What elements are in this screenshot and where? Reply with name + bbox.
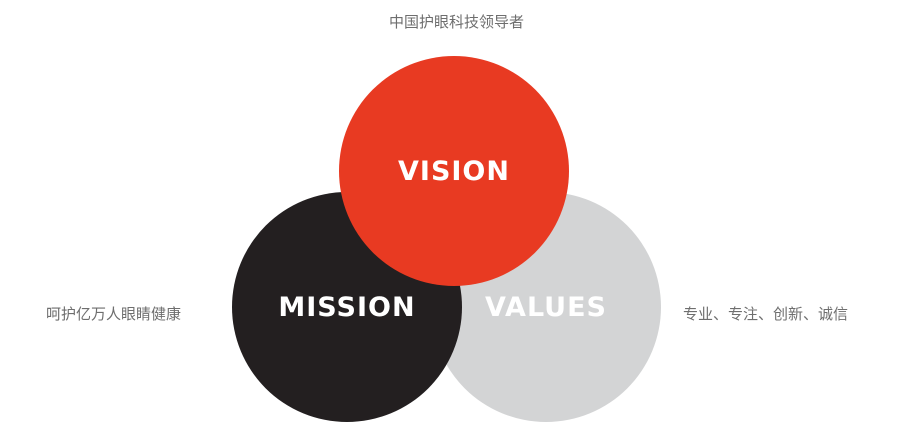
vision-caption: 中国护眼科技领导者 — [388, 13, 524, 31]
mission-caption: 呵护亿万人眼睛健康 — [46, 305, 182, 323]
mission-label: MISSION — [278, 291, 416, 323]
values-label: VALUES — [484, 291, 607, 323]
values-caption: 专业、专注、创新、诚信 — [683, 305, 849, 323]
vision-circle: VISION — [339, 56, 569, 286]
vision-label: VISION — [398, 155, 510, 187]
